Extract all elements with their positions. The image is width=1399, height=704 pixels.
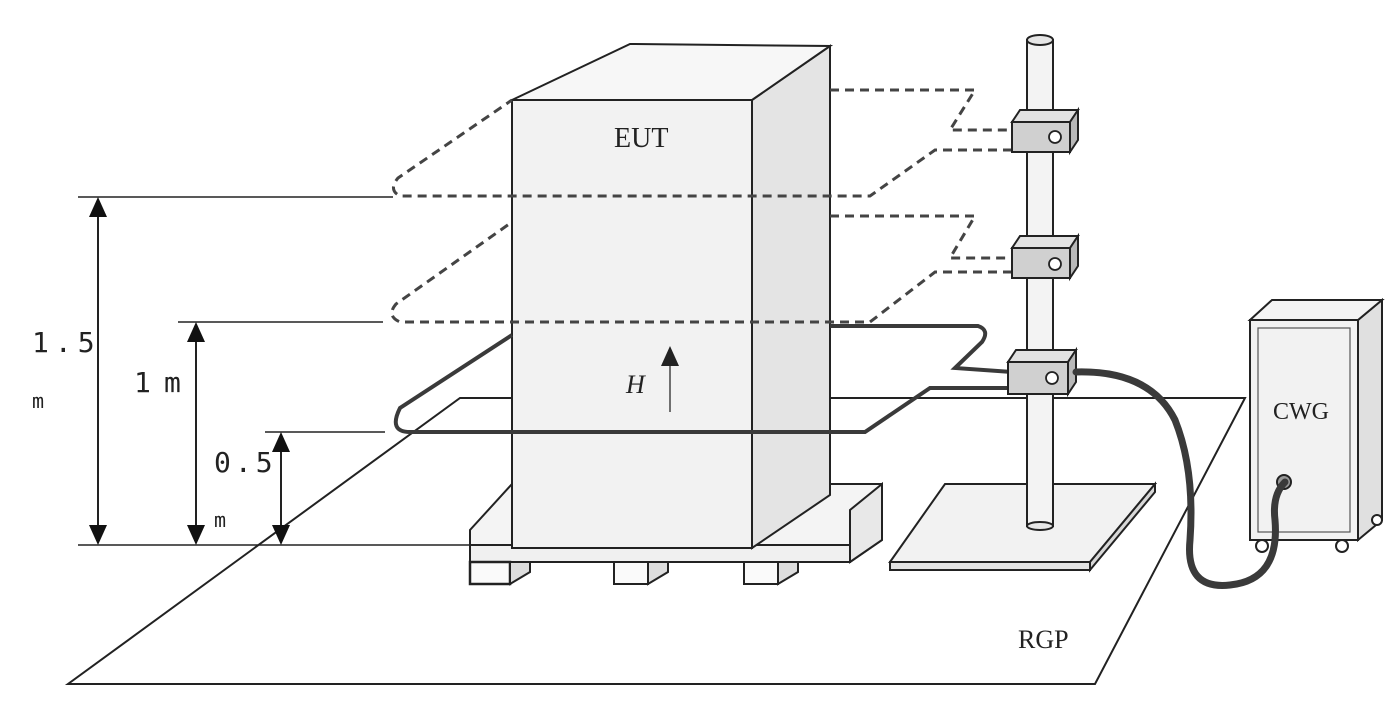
height-mid-unit: m xyxy=(164,366,181,399)
dimension-arrow-low xyxy=(272,432,290,545)
clamp-low xyxy=(1006,346,1078,398)
dimension-arrow-mid xyxy=(187,322,205,545)
loop-position-low xyxy=(393,324,1013,434)
height-high-unit: m xyxy=(32,389,44,413)
loop-position-high xyxy=(392,88,1012,198)
clamp-mid xyxy=(1010,232,1080,282)
field-symbol-label: H xyxy=(625,370,646,399)
height-low-value: 0.5 xyxy=(214,446,277,479)
dimension-lines xyxy=(78,196,512,546)
cwg-label: CWG xyxy=(1273,399,1329,425)
dimension-arrow-high xyxy=(89,197,107,545)
height-mid-value: 1 xyxy=(134,366,151,399)
eut-cabinet xyxy=(511,42,834,550)
generator-cable xyxy=(1072,368,1289,589)
height-high-value: 1.5 xyxy=(32,326,101,359)
field-direction-arrow xyxy=(661,346,679,412)
stand-base-plate xyxy=(888,481,1158,573)
rgp-label: RGP xyxy=(1018,625,1069,654)
cwg-generator xyxy=(1247,297,1385,553)
clamp-high xyxy=(1010,106,1080,156)
height-low-unit: m xyxy=(214,508,226,532)
eut-label: EUT xyxy=(614,123,668,154)
loop-position-mid xyxy=(390,214,1012,324)
